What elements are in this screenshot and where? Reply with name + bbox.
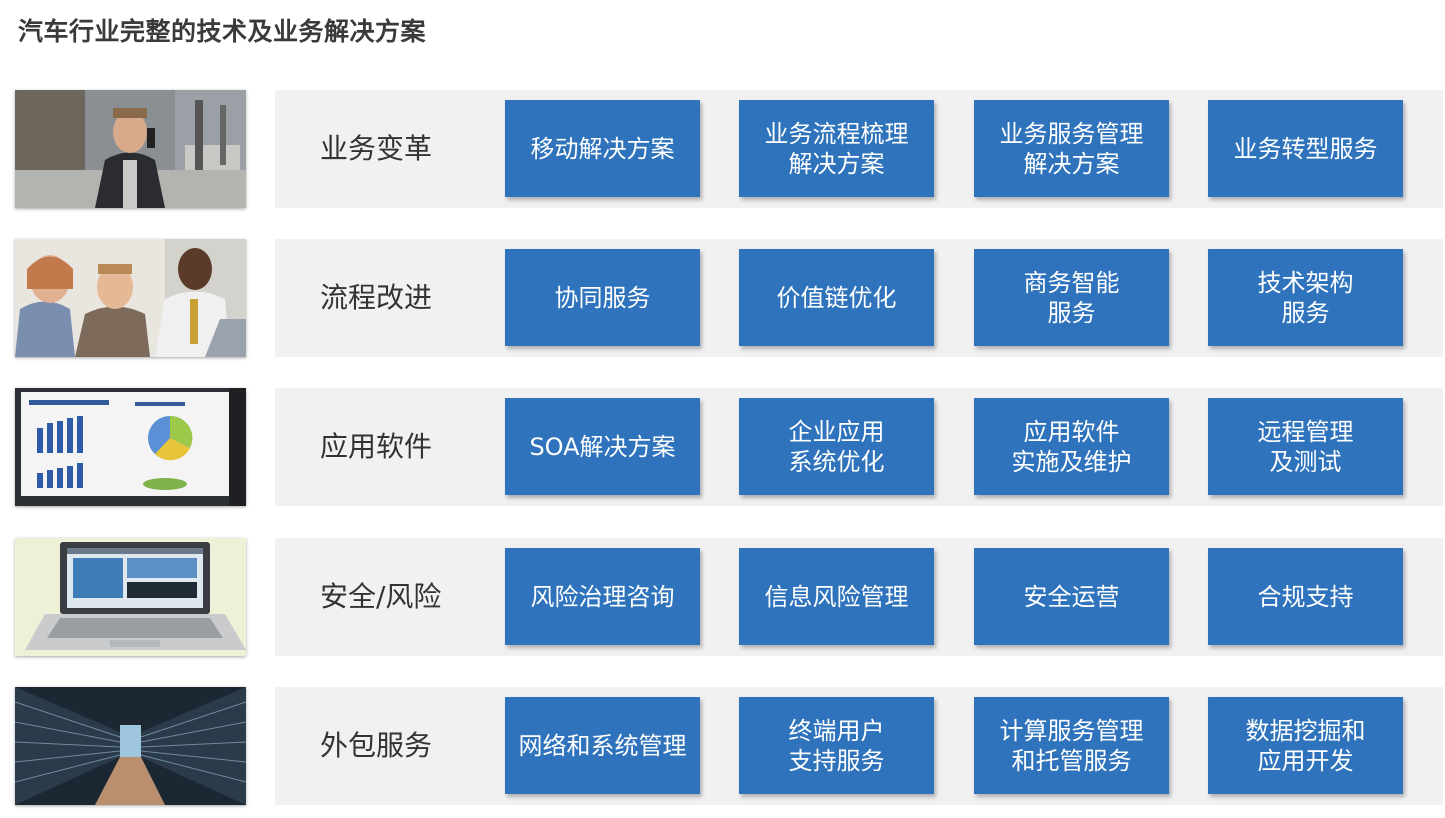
tile-value-chain-optimization[interactable]: 价值链优化 bbox=[739, 249, 934, 346]
tile-network-system-management[interactable]: 网络和系统管理 bbox=[505, 697, 700, 794]
tile-remote-management-testing[interactable]: 远程管理 及测试 bbox=[1208, 398, 1403, 495]
team-meeting-photo bbox=[15, 239, 246, 357]
row-business-transformation: 业务变革 移动解决方案 业务流程梳理 解决方案 业务服务管理 解决方案 业务转型… bbox=[0, 90, 1445, 208]
tile-business-process-solution[interactable]: 业务流程梳理 解决方案 bbox=[739, 100, 934, 197]
row-outsourcing-service: 外包服务 网络和系统管理 终端用户 支持服务 计算服务管理 和托管服务 数据挖掘… bbox=[0, 687, 1445, 805]
tile-information-risk-management[interactable]: 信息风险管理 bbox=[739, 548, 934, 645]
tile-soa-solution[interactable]: SOA解决方案 bbox=[505, 398, 700, 495]
tile-technical-architecture[interactable]: 技术架构 服务 bbox=[1208, 249, 1403, 346]
tile-computing-hosting-service[interactable]: 计算服务管理 和托管服务 bbox=[974, 697, 1169, 794]
tile-collaboration-service[interactable]: 协同服务 bbox=[505, 249, 700, 346]
row-label: 外包服务 bbox=[320, 729, 433, 762]
row-label: 安全/风险 bbox=[320, 580, 442, 613]
tile-app-implementation-maintenance[interactable]: 应用软件 实施及维护 bbox=[974, 398, 1169, 495]
row-label: 应用软件 bbox=[320, 430, 433, 463]
row-security-risk: 安全/风险 风险治理咨询 信息风险管理 安全运营 合规支持 bbox=[0, 538, 1445, 656]
tile-security-operations[interactable]: 安全运营 bbox=[974, 548, 1169, 645]
tile-compliance-support[interactable]: 合规支持 bbox=[1208, 548, 1403, 645]
business-phone-photo bbox=[15, 90, 246, 208]
presentation-slide-photo bbox=[15, 388, 246, 506]
laptop-photo bbox=[15, 538, 246, 656]
tile-risk-governance-consulting[interactable]: 风险治理咨询 bbox=[505, 548, 700, 645]
tile-business-intelligence[interactable]: 商务智能 服务 bbox=[974, 249, 1169, 346]
tile-end-user-support[interactable]: 终端用户 支持服务 bbox=[739, 697, 934, 794]
tile-enterprise-app-optimization[interactable]: 企业应用 系统优化 bbox=[739, 398, 934, 495]
tile-mobile-solution[interactable]: 移动解决方案 bbox=[505, 100, 700, 197]
row-process-improvement: 流程改进 协同服务 价值链优化 商务智能 服务 技术架构 服务 bbox=[0, 239, 1445, 357]
data-center-photo bbox=[15, 687, 246, 805]
tile-business-transformation-service[interactable]: 业务转型服务 bbox=[1208, 100, 1403, 197]
row-application-software: 应用软件 SOA解决方案 企业应用 系统优化 应用软件 实施及维护 远程管理 及… bbox=[0, 388, 1445, 506]
row-label: 流程改进 bbox=[320, 281, 433, 314]
page-title: 汽车行业完整的技术及业务解决方案 bbox=[18, 17, 427, 46]
tile-data-mining-app-development[interactable]: 数据挖掘和 应用开发 bbox=[1208, 697, 1403, 794]
row-label: 业务变革 bbox=[320, 132, 433, 165]
tile-business-service-management[interactable]: 业务服务管理 解决方案 bbox=[974, 100, 1169, 197]
